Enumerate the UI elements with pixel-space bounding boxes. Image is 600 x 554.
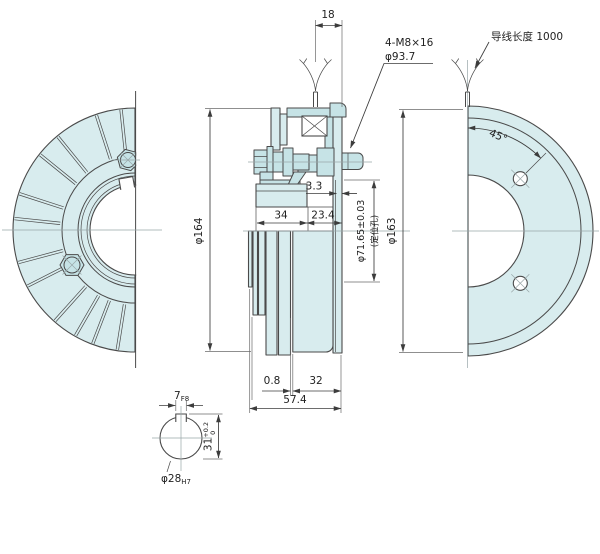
dim-note: (定位孔) [370, 215, 381, 247]
dim-keyway-width: 7F8 [159, 390, 203, 411]
dim-label: 32 [309, 375, 322, 387]
dim-label: 23.4 [311, 210, 335, 222]
dim-label: φ163 [386, 218, 398, 245]
coil-section [301, 115, 328, 137]
front-view-armature [2, 91, 162, 368]
dim-label: 0.8 [264, 375, 281, 387]
dim-pilot-and-od: φ71.65±0.03 (定位孔) φ163 [344, 109, 463, 353]
dim-label: 31+0.20 [202, 422, 217, 451]
section-view [243, 58, 410, 356]
dim-flange-gap: 3.3 [306, 181, 357, 196]
dim-keyway-height: 31+0.20 [189, 413, 223, 460]
dim-armature-od: φ164 [193, 108, 272, 352]
dim-label: φ71.65±0.03 [356, 200, 367, 263]
dim-label: 7F8 [174, 390, 189, 403]
dimensions: 18 4-M8×16 φ93.7 导线长度 1000 φ164 3.3 [159, 9, 563, 486]
dim-bottom-widths: 0.8 32 57.4 [249, 289, 342, 413]
wire-lead-icon [299, 58, 332, 107]
keyway-notch [118, 175, 136, 190]
shaft-bore-detail [152, 406, 212, 471]
dim-wire-offset: 18 [315, 9, 343, 107]
mounting-stud [341, 152, 364, 170]
friction-ring-slits [14, 109, 128, 350]
dim-label: 34 [274, 210, 288, 222]
callout-line1: 4-M8×16 [385, 37, 434, 49]
wire-length-label: 导线长度 1000 [491, 30, 563, 43]
dim-hub-widths: 34 23.4 [256, 210, 342, 226]
dim-bore-dia: φ28H7 [161, 460, 191, 486]
wire-length-callout: 导线长度 1000 [474, 30, 563, 69]
dim-label: φ164 [193, 217, 205, 244]
callout-line2: φ93.7 [385, 51, 415, 63]
hub [255, 183, 308, 208]
dim-label: 57.4 [283, 394, 307, 406]
hex-bolt-icon [59, 254, 85, 276]
dim-label: φ28H7 [161, 473, 191, 486]
positioning-hole-icon [511, 274, 530, 293]
dim-label: 18 [321, 9, 334, 21]
rotor-body [292, 230, 334, 353]
tap-hole-callout: 4-M8×16 φ93.7 [350, 37, 434, 149]
dim-label: 3.3 [306, 181, 323, 193]
side-mount-view [451, 58, 599, 368]
